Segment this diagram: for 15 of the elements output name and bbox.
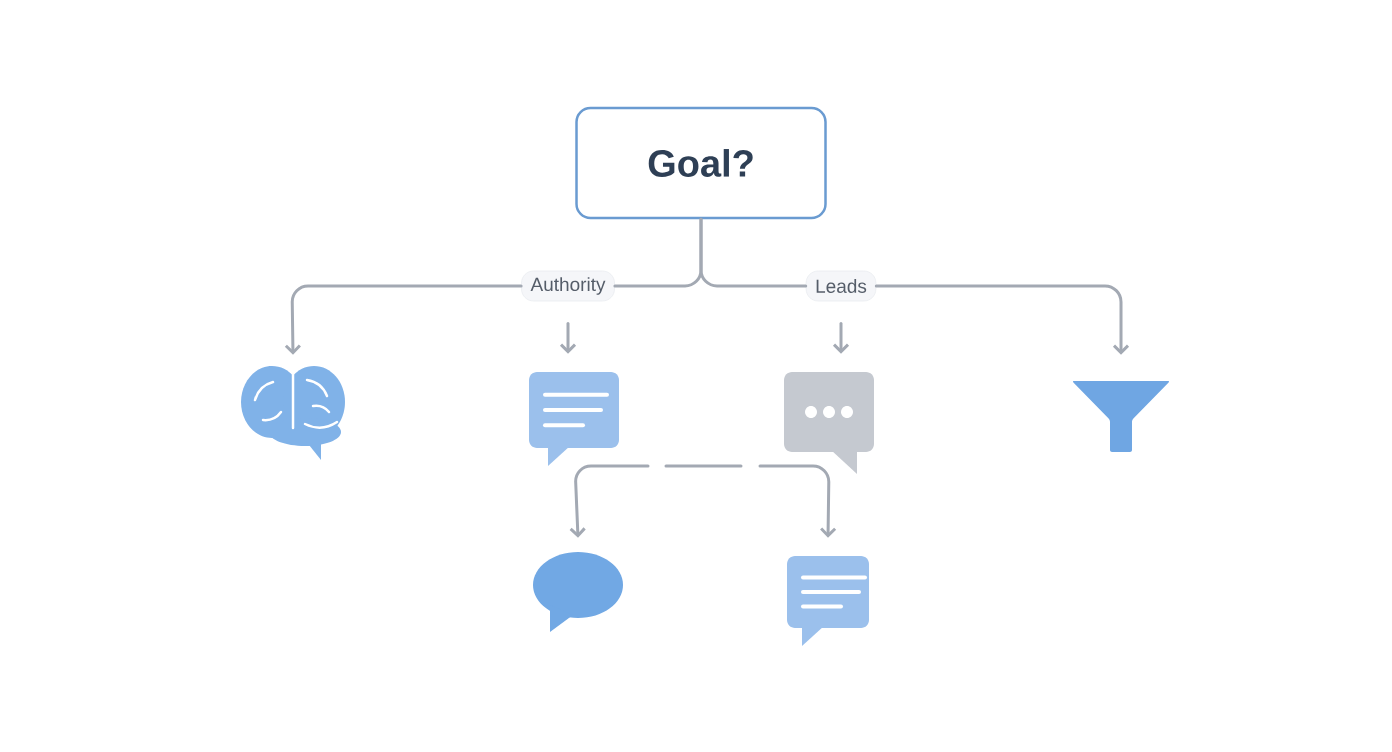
typing-icon (784, 372, 874, 474)
branch-label: Authority (521, 270, 615, 302)
arrow (284, 284, 523, 355)
arrow (874, 284, 1130, 355)
funnel-icon (1072, 381, 1170, 452)
goal-box: Goal? (575, 106, 827, 220)
message-icon (529, 372, 619, 466)
arrow (559, 321, 577, 354)
arrow (758, 464, 837, 538)
branch-label: Leads (805, 270, 877, 302)
message-icon (787, 556, 869, 646)
arrow (569, 464, 650, 538)
speech-bubble-icon (533, 552, 623, 632)
arrow (832, 321, 850, 354)
brain-icon (241, 366, 345, 460)
